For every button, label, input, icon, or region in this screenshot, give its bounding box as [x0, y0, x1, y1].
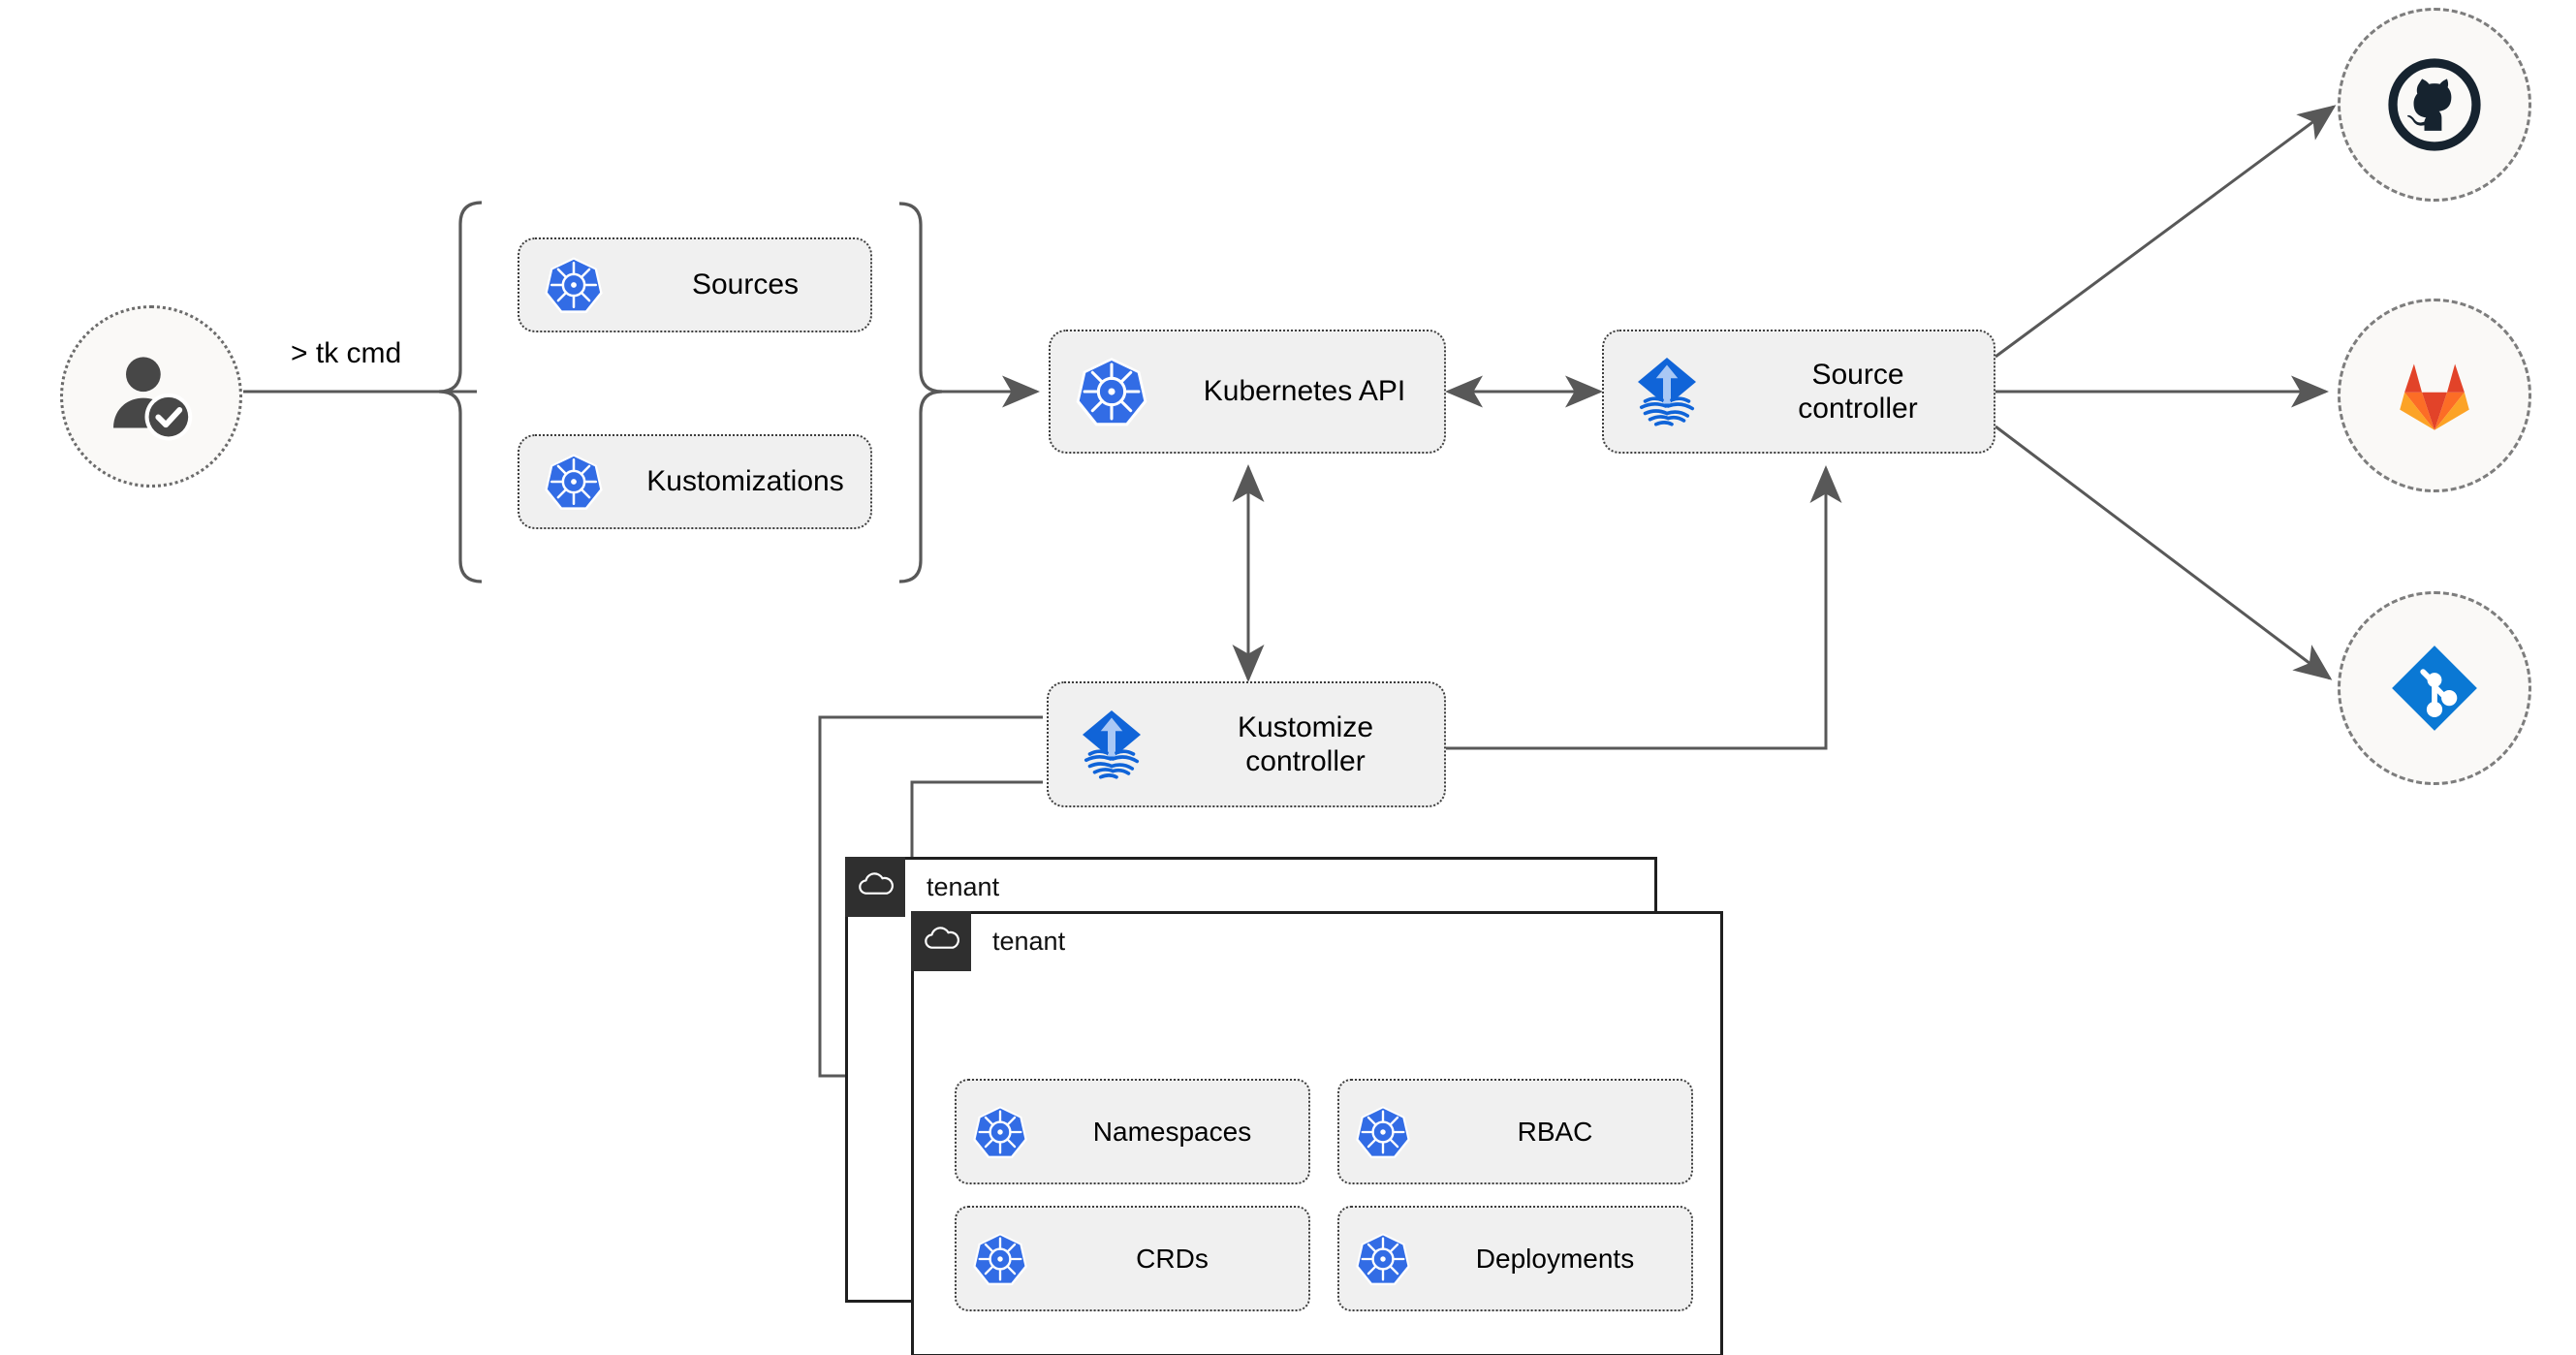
kubernetes-api-node[interactable]: Kubernetes API: [1049, 330, 1446, 454]
provider-github[interactable]: [2338, 8, 2531, 202]
github-icon: [2388, 58, 2481, 151]
flux-icon: [1049, 706, 1175, 783]
kustomize-controller-node[interactable]: Kustomize controller: [1047, 681, 1446, 807]
azure-repos-icon: [2392, 646, 2477, 731]
source-controller-node[interactable]: Source controller: [1602, 330, 1995, 454]
provider-gitlab[interactable]: [2338, 299, 2531, 492]
tenant-resource-label: Namespaces: [1092, 1116, 1252, 1147]
kubernetes-icon: [519, 255, 628, 315]
kubernetes-icon: [519, 452, 628, 512]
tenant-panel-inner[interactable]: tenant: [911, 911, 1723, 1355]
user-verified-icon: [113, 357, 193, 441]
kubernetes-icon: [1339, 1104, 1427, 1160]
kubernetes-api-label: Kubernetes API: [1203, 375, 1406, 408]
cloud-icon: [911, 911, 971, 971]
user-actor[interactable]: [60, 305, 242, 488]
provider-azure-repos[interactable]: [2338, 591, 2531, 785]
flux-icon: [1604, 353, 1730, 430]
tenant-resource-label: CRDs: [1136, 1243, 1209, 1274]
tenant-resource-namespaces[interactable]: Namespaces: [955, 1079, 1310, 1184]
resource-card-label: Sources: [691, 268, 800, 301]
kustomize-controller-label: Kustomize controller: [1237, 710, 1374, 777]
resource-card-kustomizations[interactable]: Kustomizations: [518, 434, 872, 529]
tenant-resource-crds[interactable]: CRDs: [955, 1206, 1310, 1311]
source-controller-label: Source controller: [1798, 358, 1918, 425]
tenant-titlebar: tenant: [911, 911, 1065, 971]
kubernetes-icon: [957, 1104, 1044, 1160]
tenant-resource-rbac[interactable]: RBAC: [1337, 1079, 1693, 1184]
tenant-resource-grid: Namespaces: [955, 1079, 1693, 1311]
cloud-icon: [845, 857, 905, 917]
resource-card-sources[interactable]: Sources: [518, 237, 872, 332]
tenant-titlebar: tenant: [845, 857, 999, 917]
kubernetes-icon: [1339, 1231, 1427, 1287]
tenant-label: tenant: [992, 927, 1066, 956]
tenant-label: tenant: [927, 872, 1000, 901]
resource-card-label: Kustomizations: [646, 465, 844, 498]
command-label: > tk cmd: [291, 337, 402, 369]
kubernetes-icon: [957, 1231, 1044, 1287]
tenant-resource-deployments[interactable]: Deployments: [1337, 1206, 1693, 1311]
kubernetes-icon: [1051, 355, 1173, 428]
tenant-resource-label: Deployments: [1475, 1243, 1635, 1274]
tenant-resource-label: RBAC: [1517, 1116, 1593, 1147]
gitlab-icon: [2400, 363, 2469, 430]
